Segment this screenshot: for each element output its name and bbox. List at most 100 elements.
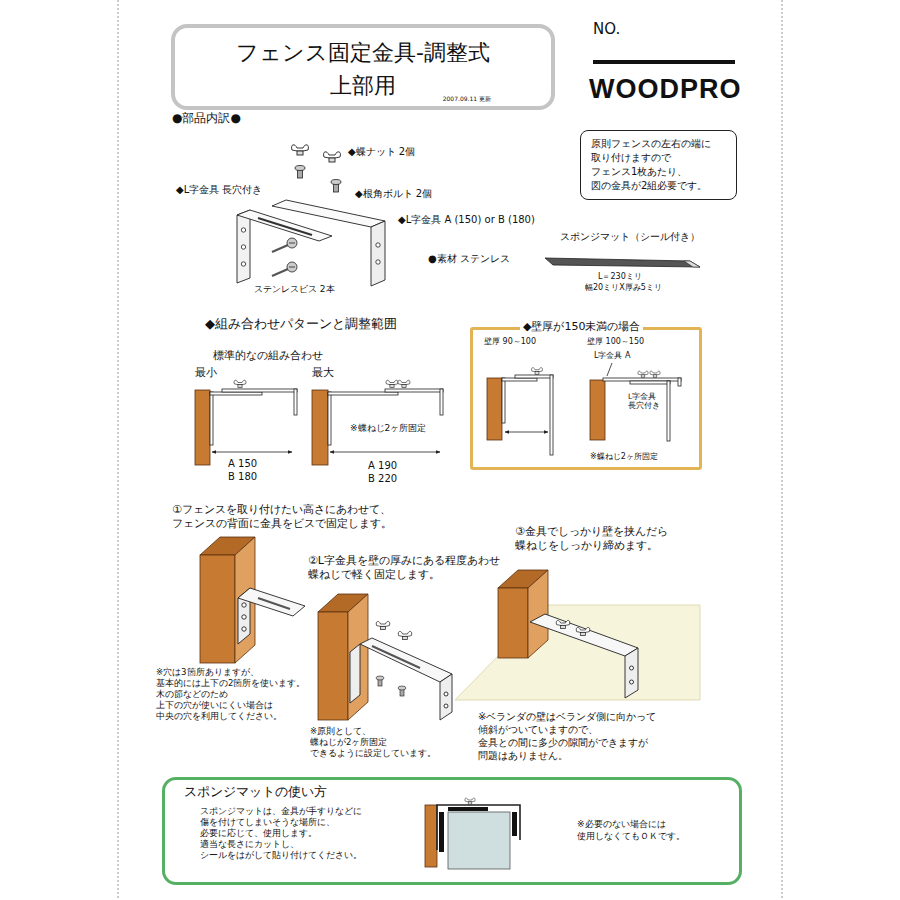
slotted-l-bracket <box>242 627 246 631</box>
square-bolt <box>376 676 406 696</box>
bracket-section <box>210 375 681 455</box>
range-label: 最小 <box>195 366 217 379</box>
dimension: B 180 <box>228 471 257 483</box>
wing-nut <box>234 368 660 388</box>
bracket-assembly <box>350 638 452 720</box>
sponge-usage-figure <box>425 805 437 867</box>
note-text: ※必要のない場合には 使用しなくてもＯＫです。 <box>577 818 707 842</box>
slotted-l-bracket <box>241 262 245 266</box>
dimension-arrow <box>212 452 292 453</box>
stainless-screw <box>289 267 295 268</box>
wing-nut <box>292 145 341 162</box>
wing-nut <box>531 368 542 375</box>
title-text: フェンス固定金具-調整式 上部用 <box>213 36 513 102</box>
sponge-usage-figure <box>439 812 444 852</box>
bracket-assembly <box>360 638 452 682</box>
bracket-section <box>667 381 670 441</box>
wing-nut <box>638 371 648 377</box>
bracket-section <box>222 389 297 392</box>
dimension: A 190 <box>368 460 397 472</box>
dimension-arrow <box>212 432 548 452</box>
fence-post <box>318 594 368 720</box>
square-bolt <box>295 166 341 193</box>
wing-nut <box>292 145 309 155</box>
wing-nut <box>376 621 390 629</box>
bracket-section <box>502 378 505 423</box>
l-bracket <box>376 243 380 247</box>
bracket-assembly <box>350 644 360 703</box>
bracket-assembly <box>444 704 448 708</box>
sponge-usage-figure <box>425 798 520 869</box>
sponge-usage-figure <box>437 805 520 850</box>
dimension: B 220 <box>368 473 397 485</box>
slotted-l-bracket <box>241 228 245 232</box>
wing-nut <box>398 631 412 639</box>
slotted-l-bracket <box>242 615 246 619</box>
stainless-screw <box>272 269 288 276</box>
sponge-usage-figure <box>448 807 488 811</box>
sponge-usage-figure <box>448 812 510 869</box>
l-bracket <box>376 260 380 264</box>
section-heading: ●部品内訳● <box>172 111 241 125</box>
material-note: ●素材 ステンレス <box>428 253 510 265</box>
l-bracket <box>371 221 385 286</box>
wall-section <box>195 390 210 465</box>
sub-heading: 標準的なの組み合わせ <box>213 349 323 362</box>
part-name: L字金具 A <box>594 351 630 361</box>
note-text: 原則フェンスの左右の端に 取り付けますので フェンス1枚あたり、 図の金具が2組… <box>591 137 726 193</box>
slotted-l-bracket <box>241 245 245 249</box>
wing-nut <box>376 621 412 639</box>
bracket-section <box>502 378 537 381</box>
brand-logo: WOODPRO <box>589 73 742 105</box>
wing-nut <box>556 620 570 628</box>
slotted-l-bracket <box>238 588 305 644</box>
bracket-section <box>210 392 213 445</box>
veranda-wall <box>455 605 700 700</box>
square-bolt <box>331 180 341 193</box>
part-name: ◆L字金具 長穴付き <box>176 184 262 196</box>
page-border <box>118 0 782 900</box>
slotted-l-bracket <box>237 210 250 283</box>
bracket-section <box>603 378 681 381</box>
fence-post <box>498 588 528 658</box>
thin-wall-panel: ◆壁厚が150未満の場合壁厚 90～100壁厚 100～150L字金具 AL字金… <box>470 327 702 470</box>
square-bolt <box>398 686 406 696</box>
dimension: 幅20ミリX厚み5ミリ <box>585 283 662 293</box>
wall-section <box>312 390 328 465</box>
wall-section <box>487 378 502 440</box>
panel-heading: ◆壁厚が150未満の場合 <box>520 320 643 333</box>
note-text: ※蝶ねじ2ヶ所固定 <box>590 452 658 462</box>
slotted-l-bracket <box>237 210 332 283</box>
wall-thickness: 壁厚 90～100 <box>484 337 536 347</box>
fence-post <box>498 570 548 658</box>
sponge-mat <box>545 258 700 267</box>
number-field: NO. <box>593 20 620 38</box>
wing-nut <box>556 620 590 635</box>
bracket-section <box>328 392 398 395</box>
sponge-mat <box>545 258 700 267</box>
wing-nut <box>386 380 398 387</box>
part-name: ◆蝶ナット 2個 <box>348 146 415 158</box>
bracket-section <box>678 378 681 386</box>
l-bracket <box>272 200 385 227</box>
fence-post <box>200 555 235 663</box>
wall-section <box>590 380 605 440</box>
sponge-usage-figure <box>512 812 517 836</box>
l-bracket <box>272 200 385 286</box>
part-name: ◆L字金具 A (150) or B (180) <box>398 214 535 226</box>
slotted-l-bracket <box>238 588 305 616</box>
bracket-section <box>630 381 670 384</box>
wing-nut <box>324 152 341 162</box>
dimension: A 150 <box>228 458 257 470</box>
wing-nut <box>234 380 246 387</box>
bracket-section <box>385 389 443 392</box>
wall-section <box>195 378 605 465</box>
bracket-assembly <box>444 692 448 696</box>
bracket-assembly <box>530 614 638 656</box>
note-text: ※蝶ねじ2ヶ所固定 <box>350 423 426 434</box>
panel-heading: スポンジマットの使い方 <box>184 784 327 800</box>
bracket-assembly <box>440 674 452 720</box>
note-box: 原則フェンスの左右の端に 取り付けますので フェンス1枚あたり、 図の金具が2組… <box>580 130 737 200</box>
